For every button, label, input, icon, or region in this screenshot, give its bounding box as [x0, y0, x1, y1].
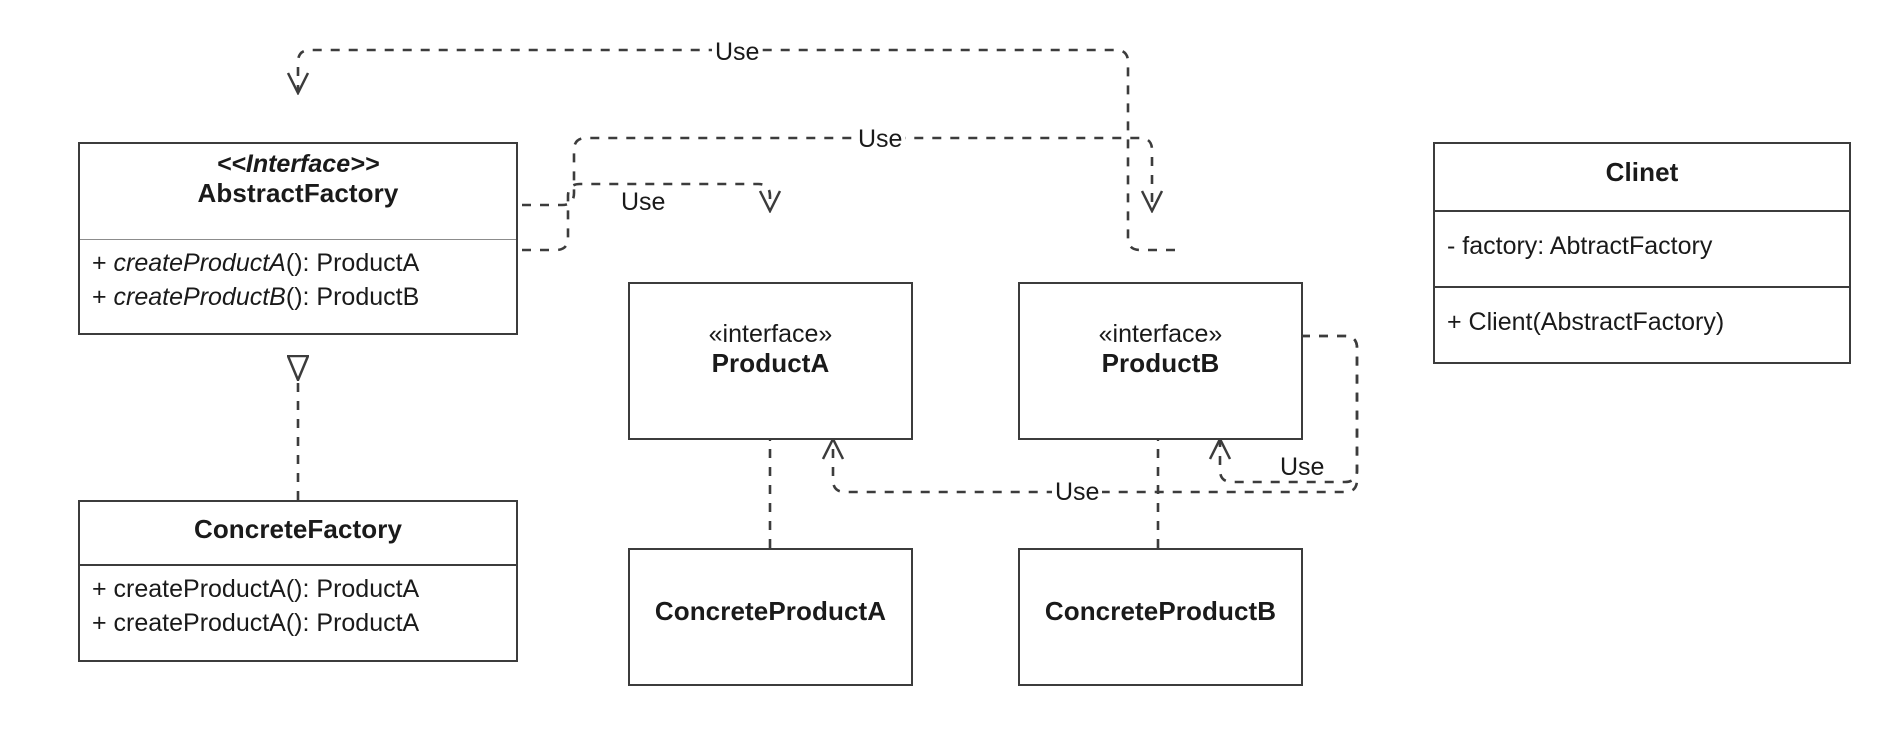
method-row: + createProductA(): ProductA — [92, 609, 420, 637]
method-row: + createProductA(): ProductA — [92, 575, 420, 603]
product-a-header: «interface» ProductA — [630, 284, 911, 385]
product-a-stereotype: «interface» — [708, 320, 833, 348]
method-row: + createProductA(): ProductA — [92, 249, 420, 277]
attribute-row: - factory: AbtractFactory — [1447, 232, 1713, 260]
client-attributes: - factory: AbtractFactory — [1435, 210, 1849, 286]
client-operations: + Client(AbstractFactory) — [1435, 286, 1849, 362]
concrete-factory-header: ConcreteFactory — [80, 502, 516, 564]
method-row: + createProductB(): ProductB — [92, 283, 420, 311]
edge-label-use-abstractfactory-producta: Use — [618, 190, 669, 215]
class-box-concrete-product-b[interactable]: ConcreteProductB — [1018, 548, 1303, 686]
class-box-concrete-factory[interactable]: ConcreteFactory + createProductA(): Prod… — [78, 500, 518, 662]
concrete-product-b-header: ConcreteProductB — [1020, 550, 1301, 633]
edge-label-use-client-concreteproductb: Use — [1277, 455, 1328, 480]
class-box-product-b[interactable]: «interface» ProductB — [1018, 282, 1303, 440]
class-box-product-a[interactable]: «interface» ProductA — [628, 282, 913, 440]
class-box-abstract-factory[interactable]: <<Interface>> AbstractFactory + createPr… — [78, 142, 518, 335]
edge-label-use-abstractfactory-productb: Use — [855, 127, 906, 152]
abstract-factory-methods: + createProductA(): ProductA + createPro… — [80, 239, 516, 333]
client-header: Clinet — [1435, 144, 1849, 210]
concrete-factory-methods: + createProductA(): ProductA + createPro… — [80, 564, 516, 660]
edge-label-use-client-concreteproducta: Use — [1052, 480, 1103, 505]
client-name: Clinet — [1605, 157, 1679, 187]
operation-row: + Client(AbstractFactory) — [1447, 308, 1725, 336]
abstract-factory-stereotype: <<Interface>> — [216, 150, 380, 178]
product-b-name: ProductB — [1101, 348, 1220, 378]
product-b-header: «interface» ProductB — [1020, 284, 1301, 385]
edge-label-use-client-abstractfactory: Use — [712, 40, 763, 65]
abstract-factory-name: AbstractFactory — [197, 178, 399, 208]
concrete-product-b-name: ConcreteProductB — [1044, 596, 1277, 626]
class-box-client[interactable]: Clinet - factory: AbtractFactory + Clien… — [1433, 142, 1851, 364]
concrete-product-a-name: ConcreteProductA — [654, 596, 887, 626]
class-box-concrete-product-a[interactable]: ConcreteProductA — [628, 548, 913, 686]
product-a-name: ProductA — [711, 348, 830, 378]
concrete-factory-name: ConcreteFactory — [193, 514, 403, 544]
concrete-product-a-header: ConcreteProductA — [630, 550, 911, 633]
product-b-stereotype: «interface» — [1098, 320, 1223, 348]
abstract-factory-header: <<Interface>> AbstractFactory — [80, 144, 516, 239]
